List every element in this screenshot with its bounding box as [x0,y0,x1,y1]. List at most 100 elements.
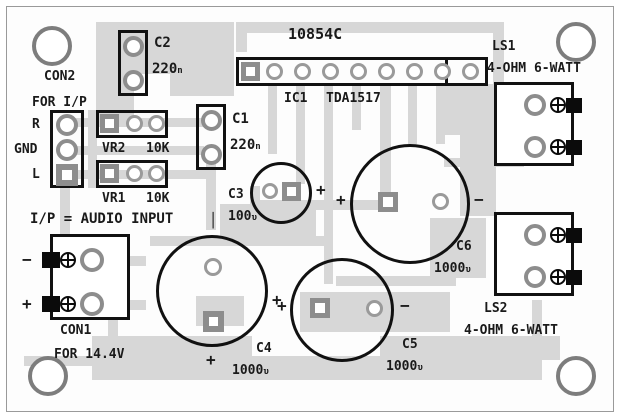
ic1-ref-label: IC1 [284,91,308,106]
c5-pad-neg[interactable] [366,300,383,317]
trace-ic-pin3 [296,84,305,184]
ls1-tab-1 [566,98,582,113]
vr1-value-label: 10K [146,191,170,206]
vr1-ref-label: VR1 [102,191,126,206]
ic1-pad-3[interactable] [294,63,311,80]
c2-ref-label: C2 [154,35,171,51]
ls1-screw-2-icon[interactable] [550,139,566,155]
ls2-tab-1 [566,228,582,243]
ls2-ref-label: LS2 [484,301,508,316]
c6-pad-pos[interactable] [378,192,398,212]
con2-ref-label: CON2 [44,69,76,84]
ls1-ref-label: LS1 [492,39,516,54]
ic1-body-ext [448,57,488,86]
ic1-pad-2[interactable] [266,63,283,80]
vr2-pad-3[interactable] [148,115,165,132]
ls2-screw-2-icon[interactable] [550,269,566,285]
trace-ground-right-riser [532,300,542,370]
c4-pad-pos[interactable] [203,311,224,332]
c5-minus-marker: − [400,296,410,315]
con2-pad-r[interactable] [56,114,78,136]
c3-body[interactable] [250,162,312,224]
con1-screw-1-icon[interactable] [60,252,76,268]
trace-ic-pin7 [408,84,417,144]
c3-ref-label: C3 [228,187,244,202]
trace-ic-pin2 [268,84,277,154]
trace-left-long [60,186,70,266]
c4-pad-neg[interactable] [204,258,222,276]
trace-c3-down [250,186,260,246]
trace-con2-gnd [72,146,204,155]
vr2-pad-2[interactable] [126,115,143,132]
ic1-pad-6[interactable] [378,63,395,80]
pour-ground-bottom-right [380,336,560,360]
vr1-body[interactable] [96,160,168,188]
ls1-pad-2[interactable] [524,136,546,158]
ic1-pad-9[interactable] [462,63,479,80]
pour-ground-bottom [92,356,542,380]
con1-pad-neg[interactable] [80,248,104,272]
c6-value-label: 1000υ [434,261,471,276]
con2-pad-gnd[interactable] [56,139,78,161]
vr2-pad-1[interactable] [100,114,119,133]
con2-header[interactable] [50,110,84,188]
ls2-tab-2 [566,270,582,285]
c4-body[interactable] [156,235,268,347]
c1-ref-label: C1 [232,111,249,127]
mounting-hole-top-left [32,26,72,66]
mounting-hole-bottom-left [28,356,68,396]
mounting-hole-top-right [556,22,596,62]
ls2-pad-2[interactable] [524,266,546,288]
ls1-screw-1-icon[interactable] [550,97,566,113]
c5-ref-label: C5 [402,337,418,352]
ic1-pad-4[interactable] [322,63,339,80]
c3-plus-marker: + [316,180,326,199]
c1-body[interactable] [196,104,226,170]
c2-body[interactable] [118,30,148,96]
trace-top-right-drop [493,22,504,84]
con2-pin-label-l: L [32,167,40,182]
c6-pad-neg[interactable] [432,193,449,210]
pour-left-upper-b [134,22,234,74]
mounting-hole-bottom-right [556,356,596,396]
con1-tab-2 [42,296,60,312]
vr1-pad-1[interactable] [100,164,119,183]
ls2-spec-label: 4-OHM 6-WATT [464,323,558,338]
trace-mid-c [336,276,456,286]
vr1-pad-3[interactable] [148,165,165,182]
c2-pad-1[interactable] [123,36,144,57]
c3-pad-pos[interactable] [282,182,301,201]
con2-pad-l[interactable] [56,164,78,186]
c2-pad-2[interactable] [123,70,144,91]
c1-pad-1[interactable] [201,110,222,131]
con1-screw-2-icon[interactable] [60,296,76,312]
c1-value-label: 220n [230,137,261,153]
con1-tab-1 [42,252,60,268]
vr2-body[interactable] [96,110,168,138]
c6-body[interactable] [350,144,470,264]
ls2-pad-1[interactable] [524,224,546,246]
con1-pad-pos[interactable] [80,292,104,316]
ic1-pad-8[interactable] [434,63,451,80]
trace-con2-vert [88,110,97,188]
c5-body[interactable] [290,258,394,362]
c3-pad-neg[interactable] [262,183,278,199]
trace-top-bus [236,22,504,33]
ic1-pad-5[interactable] [350,63,367,80]
ic1-pad-1[interactable] [241,62,260,81]
ls2-screw-1-icon[interactable] [550,227,566,243]
c5-pad-pos[interactable] [310,298,330,318]
ls1-spec-label: 4-OHM 6-WATT [487,61,581,76]
ic1-part-label: TDA1517 [326,91,381,106]
c4-value-label: 1000υ [232,363,269,378]
c1-pad-2[interactable] [201,144,222,165]
vr2-ref-label: VR2 [102,141,126,156]
vr1-pad-2[interactable] [126,165,143,182]
trace-mid-b [260,200,380,210]
con2-pin-label-gnd: GND [14,142,38,157]
trace-mid-a [150,236,330,246]
ic1-pad-7[interactable] [406,63,423,80]
ls1-pad-1[interactable] [524,94,546,116]
c6-minus-marker: − [474,190,484,209]
vr2-value-label: 10K [146,141,170,156]
